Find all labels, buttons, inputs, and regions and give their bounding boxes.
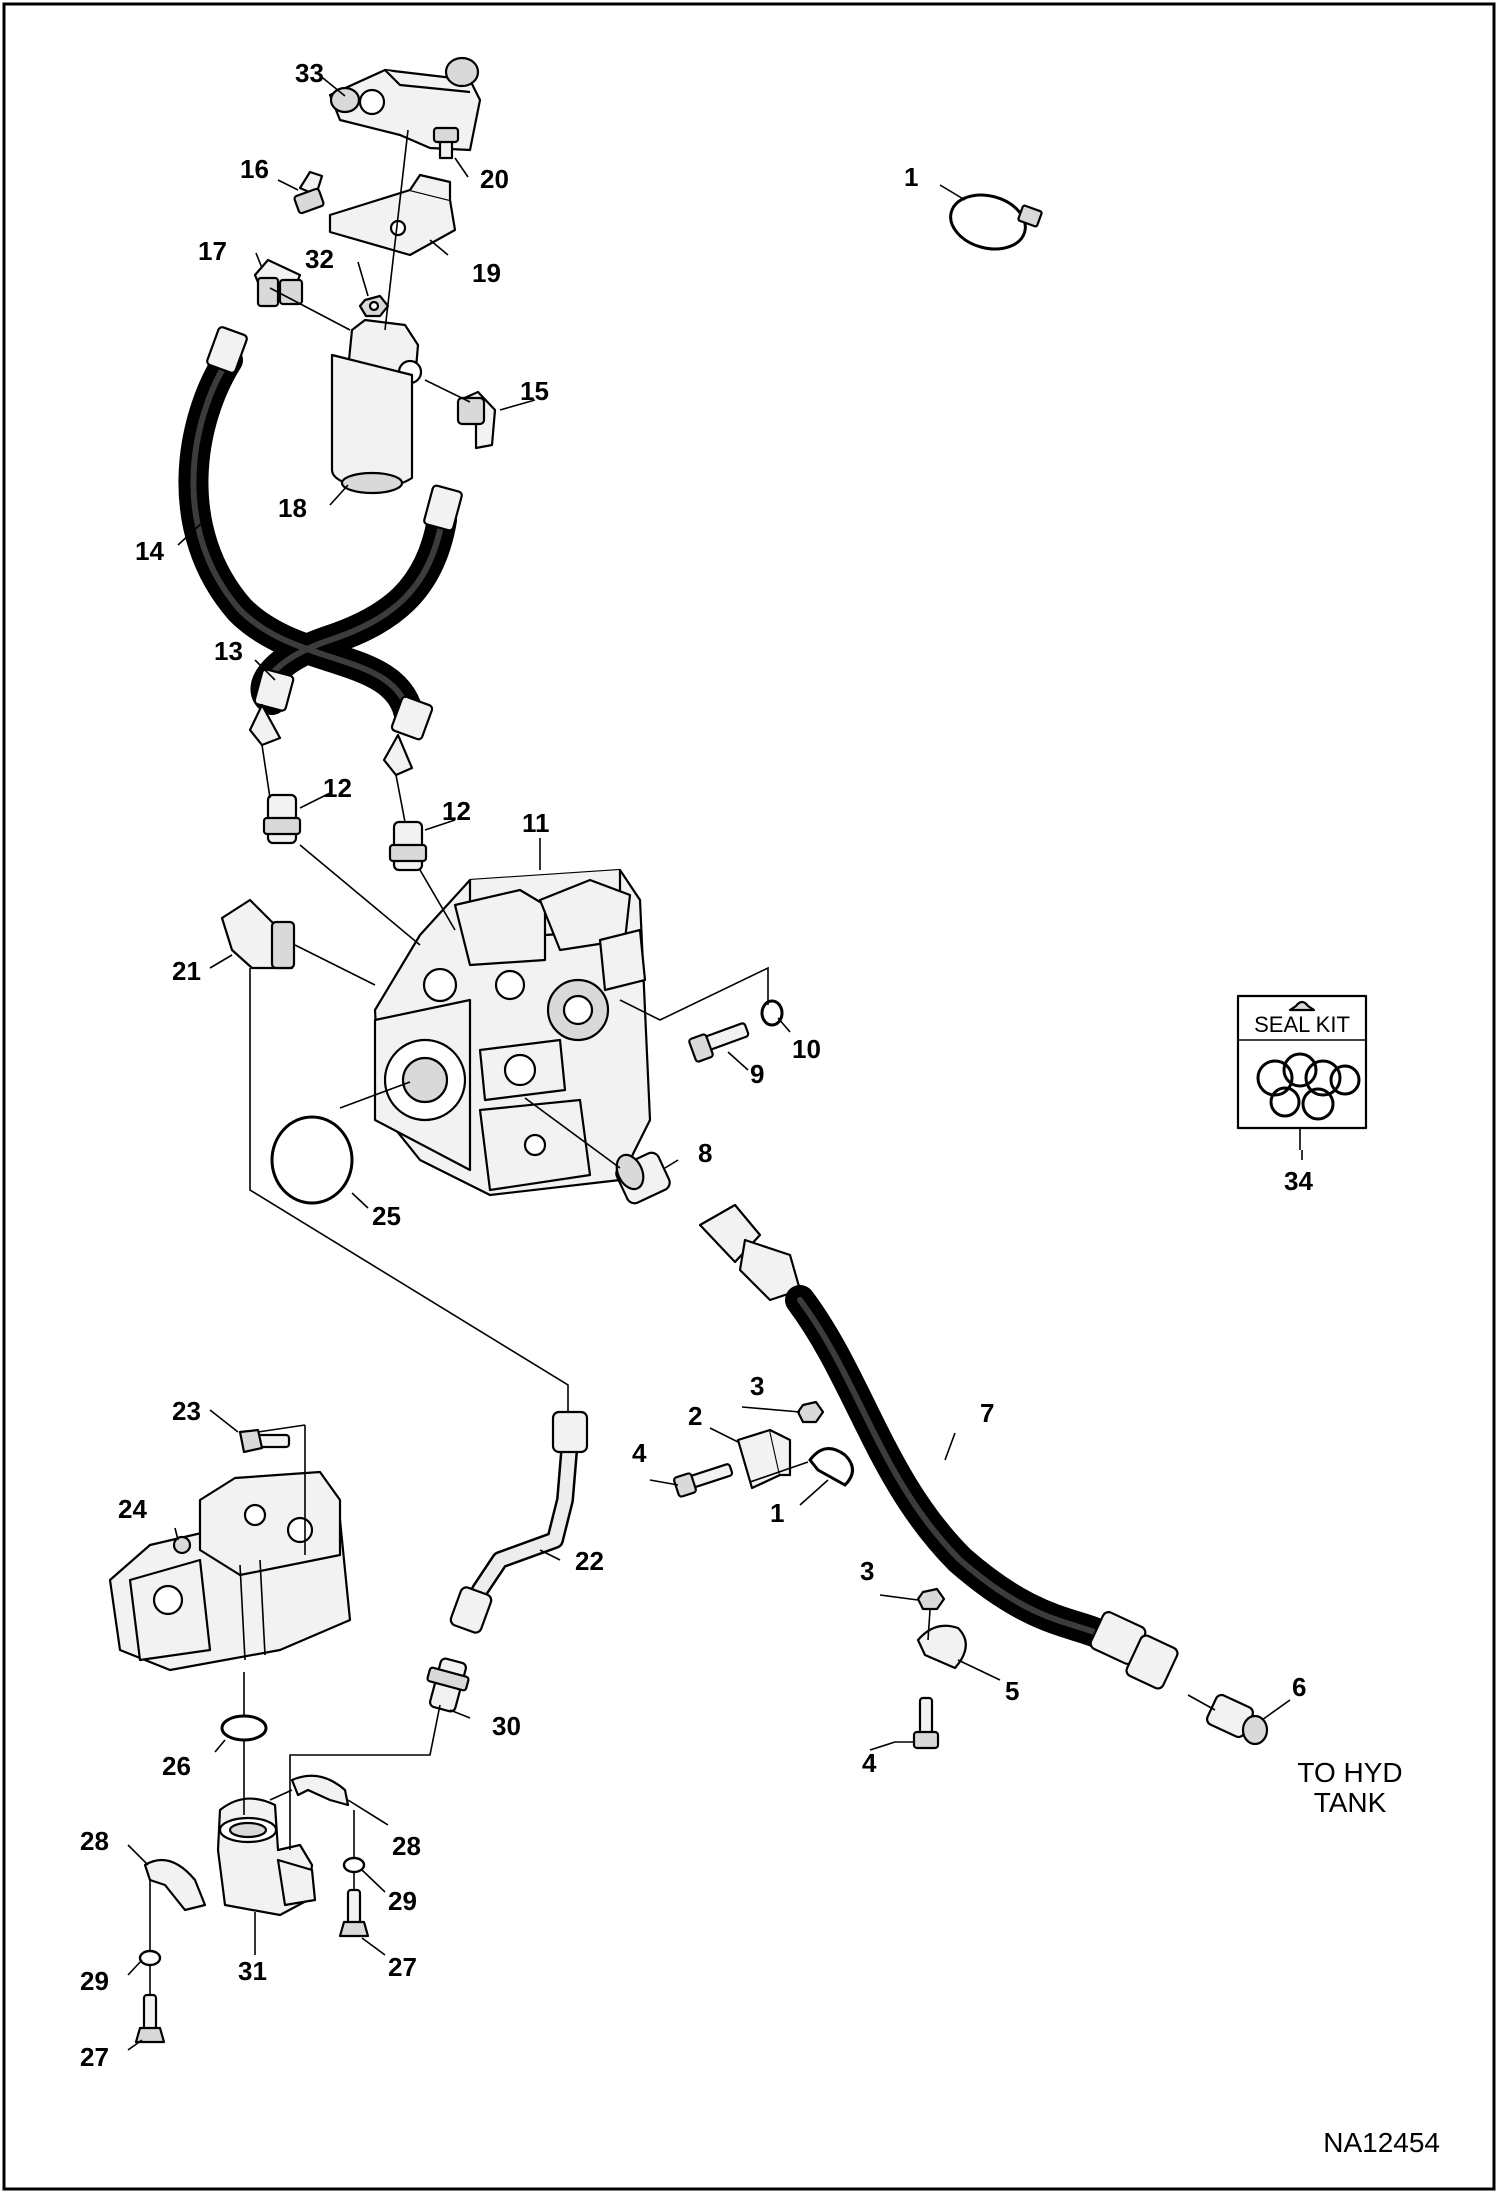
callout: 27 bbox=[80, 2042, 109, 2072]
tank-note-line2: TANK bbox=[1314, 1787, 1387, 1818]
mounting-plate-19 bbox=[328, 173, 457, 257]
adapter-fitting-6 bbox=[1205, 1693, 1269, 1746]
callout: 20 bbox=[480, 164, 509, 194]
callout: 3 bbox=[860, 1556, 874, 1586]
tank-note-line1: TO HYD bbox=[1297, 1757, 1402, 1788]
callout: 33 bbox=[295, 58, 324, 88]
nut-32 bbox=[358, 294, 390, 318]
bolt-20 bbox=[432, 126, 460, 160]
callout: 12 bbox=[323, 773, 352, 803]
callout: 29 bbox=[80, 1966, 109, 1996]
tube-22 bbox=[449, 1410, 589, 1634]
callout: 16 bbox=[240, 154, 269, 184]
nut-3-upper bbox=[796, 1400, 825, 1424]
callout: 14 bbox=[135, 536, 164, 566]
bolt-9 bbox=[688, 1022, 750, 1063]
callout: 13 bbox=[214, 636, 243, 666]
callout: 15 bbox=[520, 376, 549, 406]
bolt-27-right bbox=[338, 1888, 370, 1938]
hose-clamp-1-lower bbox=[808, 1447, 854, 1487]
hose-clamp-1 bbox=[949, 193, 1043, 251]
bolt-27-left bbox=[134, 1993, 166, 2044]
adapter-fitting-30 bbox=[426, 1657, 470, 1713]
callout: 21 bbox=[172, 956, 201, 986]
callout: 2 bbox=[688, 1401, 702, 1431]
document-id: NA12454 bbox=[1323, 2127, 1440, 2158]
callout: 9 bbox=[750, 1059, 764, 1089]
callout: 31 bbox=[238, 1956, 267, 1986]
washer-10 bbox=[760, 999, 784, 1027]
bolt-4-lower bbox=[912, 1696, 940, 1750]
callout: 5 bbox=[1005, 1676, 1019, 1706]
callout: 6 bbox=[1292, 1672, 1306, 1702]
callout: 30 bbox=[492, 1711, 521, 1741]
split-flange-28-right bbox=[290, 1774, 350, 1807]
tee-fitting-17 bbox=[253, 258, 304, 308]
callout: 4 bbox=[632, 1438, 647, 1468]
callout: 29 bbox=[388, 1886, 417, 1916]
callout: 22 bbox=[575, 1546, 604, 1576]
elbow-fitting-15 bbox=[456, 390, 497, 450]
bolt-4-upper bbox=[673, 1463, 734, 1498]
callout: 17 bbox=[198, 236, 227, 266]
callout: 1 bbox=[904, 162, 918, 192]
callout: 3 bbox=[750, 1371, 764, 1401]
callout: 7 bbox=[980, 1398, 994, 1428]
callout: 8 bbox=[698, 1138, 712, 1168]
seal-kit-34: SEAL KIT bbox=[1236, 994, 1368, 1150]
hydrostatic-pump-11 bbox=[373, 868, 652, 1197]
nut-3-lower bbox=[916, 1587, 946, 1611]
clamp-5 bbox=[916, 1624, 967, 1670]
callout: 27 bbox=[388, 1952, 417, 1982]
callout: 12 bbox=[442, 796, 471, 826]
lock-washer-29-right bbox=[342, 1856, 366, 1874]
seal-kit-callout: 34 bbox=[1284, 1166, 1313, 1196]
callout: 18 bbox=[278, 493, 307, 523]
callout: 28 bbox=[392, 1831, 421, 1861]
adapter-fittings-12 bbox=[262, 793, 428, 872]
leader-lines bbox=[127, 73, 1303, 2051]
bolt-23 bbox=[238, 1428, 291, 1454]
callout: 26 bbox=[162, 1751, 191, 1781]
hose-14 bbox=[178, 326, 463, 777]
split-flange-28-left bbox=[143, 1858, 207, 1912]
callout: 19 bbox=[472, 258, 501, 288]
callout: 32 bbox=[305, 244, 334, 274]
elbow-fitting-21 bbox=[220, 898, 296, 970]
lock-washer-29-left bbox=[138, 1949, 162, 1967]
hydraulic-filter-18 bbox=[330, 318, 423, 495]
callout: 28 bbox=[80, 1826, 109, 1856]
callout: 10 bbox=[792, 1034, 821, 1064]
seal-kit-title: SEAL KIT bbox=[1254, 1012, 1350, 1037]
callout: 1 bbox=[770, 1498, 784, 1528]
callout: 23 bbox=[172, 1396, 201, 1426]
hose-7 bbox=[698, 1203, 1179, 1690]
callout: 25 bbox=[372, 1201, 401, 1231]
callout: 24 bbox=[118, 1494, 147, 1524]
callout: 4 bbox=[862, 1748, 877, 1778]
clamp-bracket-2 bbox=[736, 1428, 792, 1490]
o-ring-25 bbox=[270, 1115, 354, 1205]
callout: 11 bbox=[522, 808, 550, 838]
fitting-16 bbox=[293, 170, 325, 215]
adapter-fitting-8 bbox=[615, 1151, 671, 1205]
inlet-fitting-31 bbox=[216, 1797, 317, 1917]
o-ring-26 bbox=[220, 1714, 268, 1742]
callout-labels: 33 20 16 1 17 32 19 15 18 14 13 12 12 11… bbox=[80, 58, 1313, 2072]
